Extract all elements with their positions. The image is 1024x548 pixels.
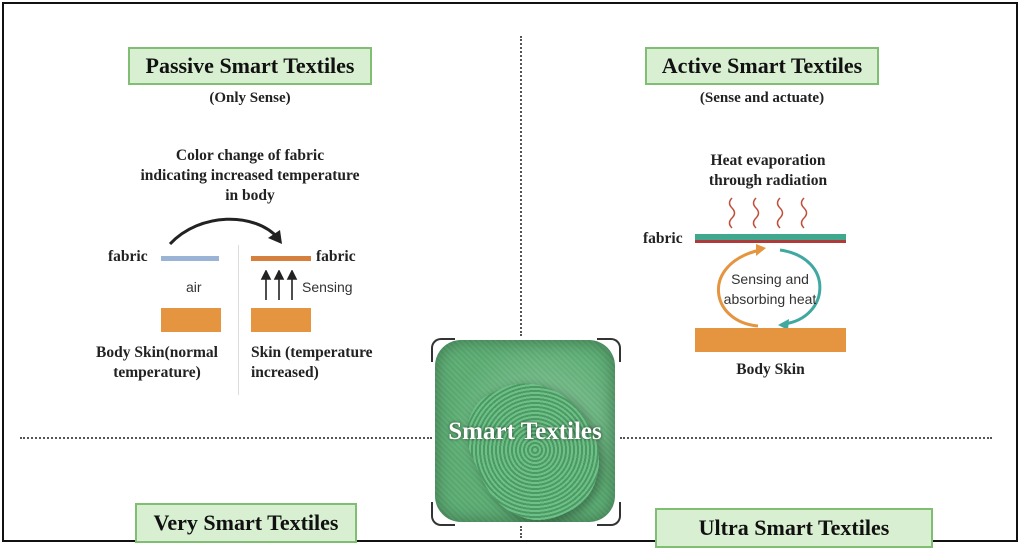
passive-left-fabric-strip xyxy=(161,256,219,261)
passive-right-skin-block xyxy=(251,308,311,332)
bracket-top-left xyxy=(431,338,455,362)
heat-waves xyxy=(728,197,808,229)
cycle-arrowhead-teal xyxy=(778,319,789,330)
sensing-arrowhead-3 xyxy=(286,270,298,280)
very-title: Very Smart Textiles xyxy=(135,503,357,543)
ultra-title: Ultra Smart Textiles xyxy=(655,508,933,548)
heat-wave-1 xyxy=(728,197,736,229)
horizontal-divider-right xyxy=(620,437,992,439)
passive-caption-line3: in body xyxy=(225,187,275,204)
sensing-arrowhead-2 xyxy=(273,270,285,280)
active-cycle-text: Sensing and absorbing heat xyxy=(715,269,825,309)
passive-caption-line1: Color change of fabric xyxy=(175,147,325,164)
curved-arrow-head xyxy=(268,230,282,244)
passive-sensing-label: Sensing xyxy=(302,279,353,295)
passive-right-skin-line2: increased) xyxy=(251,364,319,381)
sensing-arrowhead-1 xyxy=(260,270,272,280)
passive-right-fabric-label: fabric xyxy=(316,248,356,265)
passive-left-skin-line1: Body Skin(normal xyxy=(96,344,218,361)
bracket-bottom-right xyxy=(597,502,621,526)
active-fabric-top-layer xyxy=(695,234,846,240)
passive-separator xyxy=(238,245,239,395)
active-cycle-line2: absorbing heat xyxy=(723,291,817,307)
passive-left-skin-line2: temperature) xyxy=(113,364,201,381)
bracket-bottom-left xyxy=(431,502,455,526)
heat-wave-3 xyxy=(776,197,784,229)
cycle-arrow-orange xyxy=(717,248,761,328)
passive-right-skin-caption: Skin (temperature increased) xyxy=(251,343,411,383)
horizontal-divider-left xyxy=(20,437,432,439)
active-title: Active Smart Textiles xyxy=(645,47,879,85)
active-fabric-label: fabric xyxy=(643,230,683,247)
passive-caption-line2: indicating increased temperature xyxy=(140,167,360,184)
active-caption-line2: through radiation xyxy=(708,172,828,189)
cycle-arrowhead-orange xyxy=(756,244,766,256)
vertical-divider-bottom xyxy=(520,526,522,538)
active-skin-block xyxy=(695,328,846,352)
active-cycle-line1: Sensing and xyxy=(731,271,809,287)
sensing-arrows xyxy=(260,270,298,300)
active-caption-line1: Heat evaporation xyxy=(710,152,826,169)
cycle-arrow-teal xyxy=(779,248,822,326)
heat-wave-2 xyxy=(752,197,760,229)
smart-textiles-center-image: Smart Textiles xyxy=(435,340,615,522)
passive-title: Passive Smart Textiles xyxy=(128,47,372,85)
curved-arrow-path xyxy=(168,217,280,246)
center-title: Smart Textiles xyxy=(448,418,602,445)
active-fabric-bottom-layer xyxy=(695,240,846,243)
bracket-top-right xyxy=(597,338,621,362)
passive-right-fabric-strip xyxy=(251,256,311,261)
sensing-cycle xyxy=(717,244,822,330)
passive-air-label: air xyxy=(186,279,202,295)
vertical-divider-top xyxy=(520,36,522,336)
active-caption: Heat evaporation through radiation xyxy=(668,151,868,191)
passive-subtitle: (Only Sense) xyxy=(209,90,291,106)
passive-left-skin-caption: Body Skin(normal temperature) xyxy=(82,343,232,383)
passive-caption: Color change of fabric indicating increa… xyxy=(110,146,390,206)
passive-left-skin-block xyxy=(161,308,221,332)
passive-right-skin-line1: Skin (temperature xyxy=(251,344,373,361)
passive-left-fabric-label: fabric xyxy=(108,248,148,265)
heat-wave-4 xyxy=(800,197,808,229)
active-skin-label: Body Skin xyxy=(736,361,805,378)
curved-arrow xyxy=(168,217,282,246)
active-subtitle: (Sense and actuate) xyxy=(699,90,825,106)
